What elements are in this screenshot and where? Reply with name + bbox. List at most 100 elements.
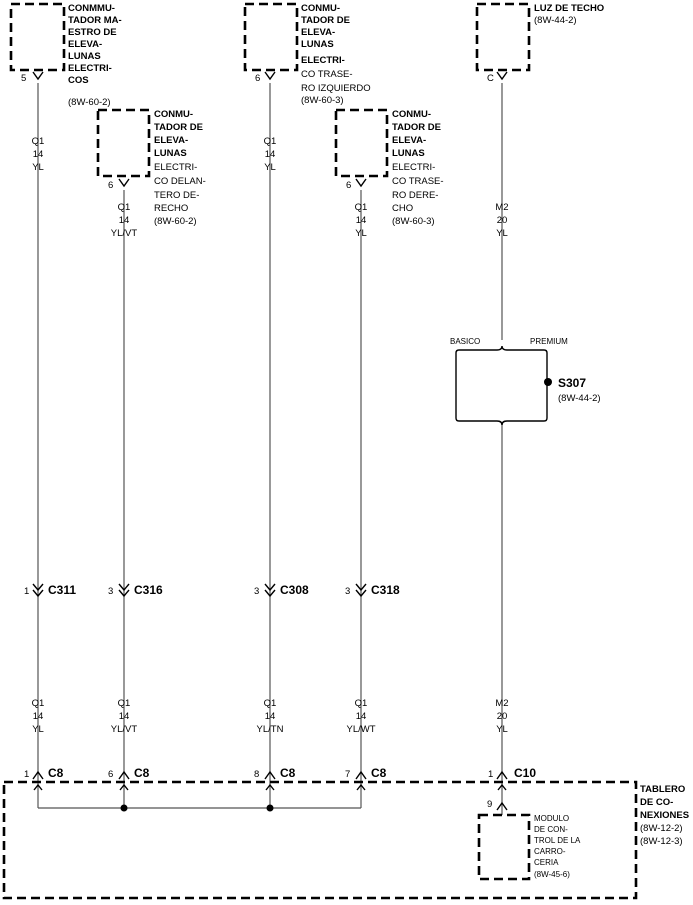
jb-name-1: TABLERO xyxy=(640,784,685,795)
w5-bot-color: YL xyxy=(496,724,508,735)
pin-chevron-front-right xyxy=(118,178,130,188)
pin-chevron-rear-left xyxy=(264,71,276,81)
splice-bottom-brace xyxy=(455,414,548,426)
splice-name: S307 xyxy=(558,376,586,390)
rear-left-switch-box xyxy=(243,2,299,72)
jb-ref-2: (8W-12-3) xyxy=(640,836,683,847)
bcm-pin: 9 xyxy=(487,799,492,810)
rear-right-switch-name-5: ELECTRI- xyxy=(392,162,435,173)
w1-top-circuit: Q1 xyxy=(32,136,45,147)
master-switch-name-2: TADOR MA- xyxy=(68,15,122,26)
jb-name-3: NEXIONES xyxy=(640,810,689,821)
master-switch-name-7: COS xyxy=(68,75,89,86)
w4-bot-color: YL/WT xyxy=(346,724,375,735)
rear-left-switch-name-2: TADOR DE xyxy=(301,15,350,26)
w1-bot-color: YL xyxy=(32,724,44,735)
jb-conn-3-name: C8 xyxy=(280,766,296,780)
w4-bot-gauge: 14 xyxy=(356,711,367,722)
rear-right-switch-name-1: CONMU- xyxy=(392,109,431,120)
splice-dot xyxy=(544,378,552,386)
jb-inner-chevron-4 xyxy=(356,783,366,791)
inline-chevron-c316 xyxy=(118,583,130,598)
c311-name: C311 xyxy=(48,583,76,597)
jb-chevron-2 xyxy=(118,770,130,780)
rear-right-switch-label: CONMU- TADOR DE ELEVA- LUNAS ELECTRI- CO… xyxy=(346,109,444,227)
dome-lamp-pin: C xyxy=(487,73,494,84)
splice-bracket xyxy=(455,345,548,426)
master-switch-name-5: LUNAS xyxy=(68,51,101,62)
w5-top-circuit: M2 xyxy=(495,202,508,213)
c308-pin: 3 xyxy=(254,586,259,597)
jb-inner-chevron-5 xyxy=(497,783,507,791)
jb-conn-5-pin: 1 xyxy=(488,769,493,780)
front-right-switch-name-2: TADOR DE xyxy=(154,122,203,133)
inline-connector-labels: 1 C311 3 C316 3 C308 3 C318 xyxy=(24,583,400,597)
rear-right-switch-name-8: CHO xyxy=(392,203,413,214)
jb-connector-labels: 1 C8 6 C8 8 C8 7 C8 1 C10 xyxy=(24,766,536,780)
w3-top-gauge: 14 xyxy=(265,149,276,160)
w2-bot-gauge: 14 xyxy=(119,711,130,722)
rear-left-switch-name-3: ELEVA- xyxy=(301,27,335,38)
w2-top-circuit: Q1 xyxy=(118,202,131,213)
jb-inner-chevron-1 xyxy=(33,783,43,791)
front-right-switch-name-7: TERO DE- xyxy=(154,190,199,201)
master-switch-name-6: ELECTRI- xyxy=(68,63,112,74)
jb-chevron-4 xyxy=(355,770,367,780)
jb-conn-2-name: C8 xyxy=(134,766,150,780)
jb-inner-chevron-3 xyxy=(265,783,275,791)
w5-top-gauge: 20 xyxy=(497,215,508,226)
w1-top-color: YL xyxy=(32,162,44,173)
c318-pin: 3 xyxy=(345,586,350,597)
rear-left-switch-pin: 6 xyxy=(255,73,260,84)
connector-symbols xyxy=(32,71,508,811)
splice-labels: BASICO PREMIUM S307 (8W-44-2) xyxy=(450,337,601,404)
front-right-switch-label: CONMU- TADOR DE ELEVA- LUNAS ELECTRI- CO… xyxy=(108,109,206,227)
splice-left-label: BASICO xyxy=(450,337,480,346)
front-right-switch-name-5: ELECTRI- xyxy=(154,162,197,173)
front-right-switch-pin: 6 xyxy=(108,180,113,191)
w3-top-color: YL xyxy=(264,162,276,173)
rear-right-switch-name-3: ELEVA- xyxy=(392,135,426,146)
bcm-ref: (8W-45-6) xyxy=(534,870,570,879)
rear-right-switch-name-6: CO TRASE- xyxy=(392,176,444,187)
rear-right-switch-pin: 6 xyxy=(346,180,351,191)
jb-conn-1-pin: 1 xyxy=(24,769,29,780)
pin-chevron-master xyxy=(32,71,44,81)
front-right-switch-box xyxy=(96,108,151,178)
dome-lamp-name: LUZ DE TECHO xyxy=(534,3,604,14)
w4-top-gauge: 14 xyxy=(356,215,367,226)
rear-right-switch-box xyxy=(334,108,389,178)
inline-chevron-c318 xyxy=(355,583,367,598)
rear-right-switch-ref: (8W-60-3) xyxy=(392,216,435,227)
w1-bot-gauge: 14 xyxy=(33,711,44,722)
master-switch-name-4: ELEVA- xyxy=(68,39,102,50)
bcm-pin-chevron xyxy=(496,801,508,811)
rear-left-switch-name-4: LUNAS xyxy=(301,39,334,50)
rear-left-switch-ref: (8W-60-3) xyxy=(301,95,344,106)
master-switch-label: CONMMU- TADOR MA- ESTRO DE ELEVA- LUNAS … xyxy=(21,3,122,108)
bus-dot-1 xyxy=(120,804,128,812)
bcm-name-4: CARRO- xyxy=(534,847,566,856)
w4-top-color: YL xyxy=(355,228,367,239)
jb-conn-4-name: C8 xyxy=(371,766,387,780)
w5-bot-circuit: M2 xyxy=(495,698,508,709)
front-right-switch-name-6: CO DELAN- xyxy=(154,176,206,187)
junction-dots xyxy=(120,378,552,812)
bus-dot-2 xyxy=(266,804,274,812)
c311-pin: 1 xyxy=(24,586,29,597)
w2-bot-color: YL/VT xyxy=(111,724,138,735)
bcm-name-2: DE CON- xyxy=(534,825,568,834)
jb-conn-4-pin: 7 xyxy=(345,769,350,780)
rear-left-switch-label: CONMU- TADOR DE ELEVA- LUNAS ELECTRI- CO… xyxy=(255,3,371,106)
inline-chevron-c311 xyxy=(32,583,44,598)
bcm-label: MODULO DE CON- TROL DE LA CARRO- CERIA (… xyxy=(487,799,581,879)
rear-right-switch-name-4: LUNAS xyxy=(392,148,425,159)
w5-top-color: YL xyxy=(496,228,508,239)
bcm-box xyxy=(477,813,531,881)
jb-ref-1: (8W-12-2) xyxy=(640,823,683,834)
jb-conn-5-name: C10 xyxy=(514,766,536,780)
w2-top-gauge: 14 xyxy=(119,215,130,226)
bcm-name-1: MODULO xyxy=(534,814,569,823)
master-switch-box xyxy=(9,2,66,72)
